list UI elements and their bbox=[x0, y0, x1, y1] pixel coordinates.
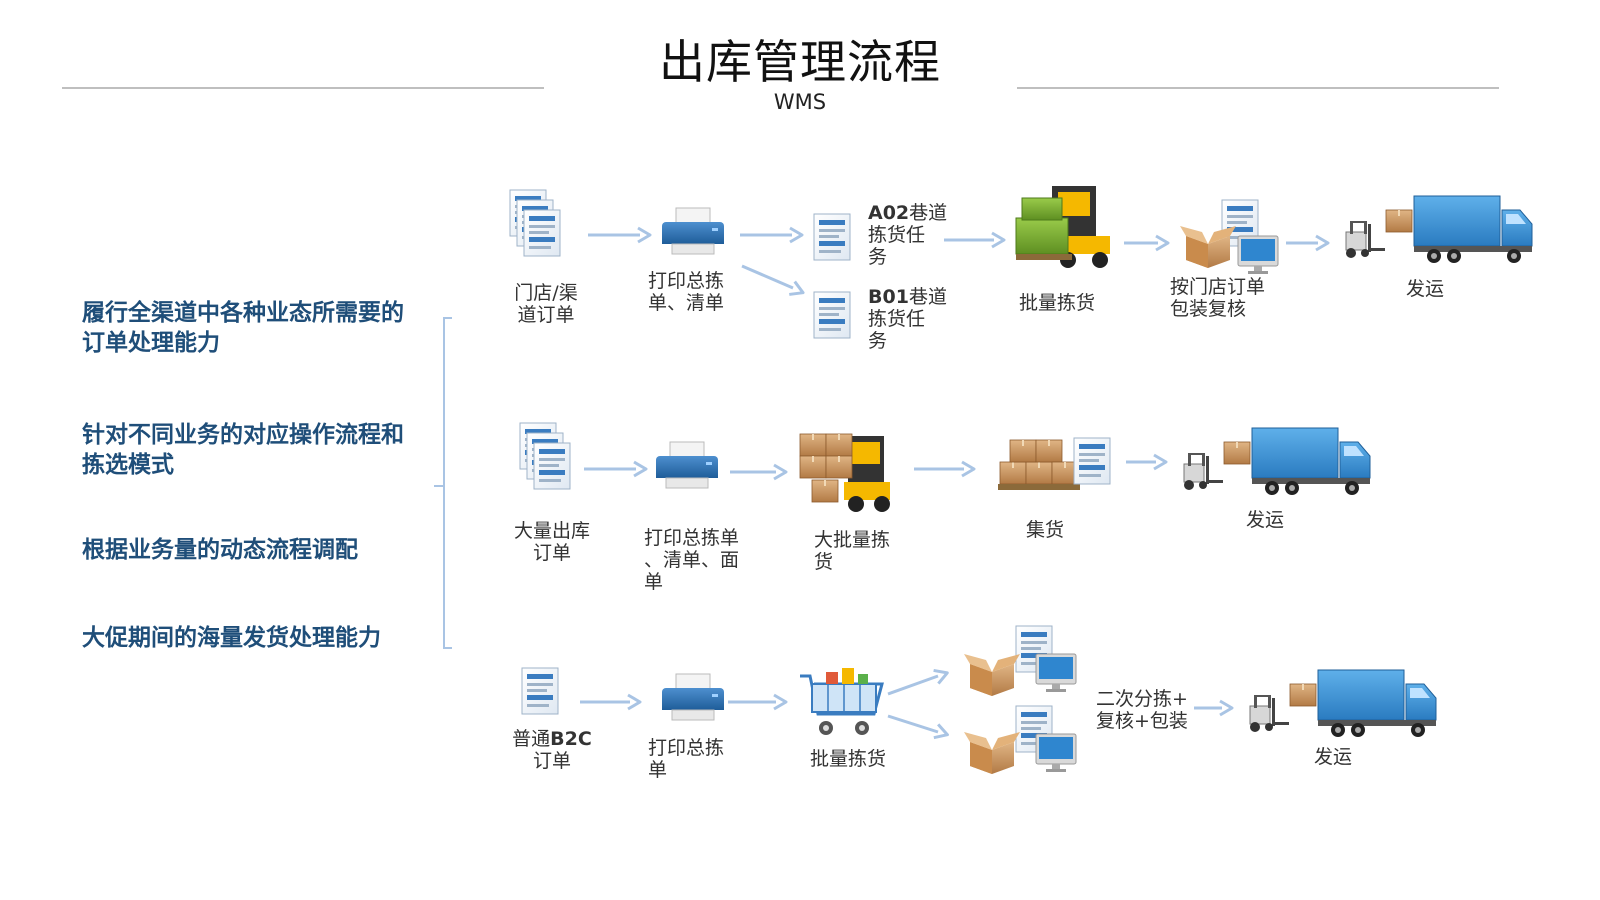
arrow-connector bbox=[1194, 699, 1234, 717]
label-print-pick-list: 打印总拣 单、清单 bbox=[647, 270, 724, 314]
label-print-pick-list: 打印总拣 单 bbox=[648, 737, 725, 781]
order-docs-icon bbox=[520, 423, 570, 489]
feature-bracket bbox=[434, 317, 452, 649]
order-doc-icon bbox=[521, 667, 559, 715]
arrow-connector bbox=[944, 231, 1006, 249]
label-secondary-sort: 二次分拣+ 复核+包装 bbox=[1096, 688, 1188, 732]
arrow-connector bbox=[588, 226, 652, 244]
header-divider-left bbox=[62, 87, 544, 89]
task-doc-icon bbox=[813, 291, 851, 339]
printer-icon bbox=[661, 673, 725, 721]
arrow-connector bbox=[1124, 234, 1170, 252]
printer-icon bbox=[661, 207, 725, 255]
label-store-channel-order: 门店/渠 道订单 bbox=[514, 282, 578, 326]
page-title: 出库管理流程 bbox=[659, 35, 941, 89]
arrow-connector bbox=[887, 664, 952, 696]
collect-goods-icon bbox=[998, 437, 1111, 490]
bulk-pick-forklift-icon bbox=[799, 433, 890, 512]
label-aisle-task-b: B01巷道 拣货任 务 bbox=[868, 286, 947, 352]
label-bulk-order: 大量出库 订单 bbox=[513, 520, 590, 564]
header-divider-right bbox=[1017, 87, 1499, 89]
feature-item-peak-capacity: 大促期间的海量发货处理能力 bbox=[82, 625, 381, 651]
arrow-connector bbox=[741, 264, 808, 301]
arrow-connector bbox=[914, 460, 976, 478]
label-batch-pick: 批量拣货 bbox=[1018, 292, 1095, 314]
label-print-pick-list: 打印总拣单 、清单、面 单 bbox=[644, 527, 740, 593]
batch-pick-forklift-icon bbox=[1015, 186, 1110, 268]
label-bulk-pick: 大批量拣 货 bbox=[814, 529, 891, 573]
feature-item-dynamic-flow: 根据业务量的动态流程调配 bbox=[82, 537, 358, 563]
arrow-connector bbox=[1286, 234, 1330, 252]
printer-icon bbox=[655, 441, 719, 489]
pack-check-icon bbox=[1180, 199, 1279, 275]
label-ship: 发运 bbox=[1313, 746, 1352, 768]
arrow-connector bbox=[584, 460, 648, 478]
arrow-connector bbox=[887, 714, 952, 743]
arrow-connector bbox=[580, 693, 642, 711]
label-ship: 发运 bbox=[1245, 509, 1284, 531]
truck-icon bbox=[1346, 196, 1532, 263]
arrow-connector bbox=[730, 463, 788, 481]
pack-check-icon bbox=[964, 625, 1077, 696]
arrow-connector bbox=[740, 226, 804, 244]
order-docs-icon bbox=[510, 190, 560, 256]
page-subtitle: WMS bbox=[773, 90, 827, 114]
label-collect: 集货 bbox=[1025, 519, 1064, 541]
label-aisle-task-a: A02巷道 拣货任 务 bbox=[868, 202, 948, 268]
arrow-connector bbox=[1126, 453, 1168, 471]
shopping-cart-icon bbox=[800, 668, 884, 735]
truck-icon bbox=[1250, 670, 1436, 737]
label-batch-pick: 批量拣货 bbox=[809, 748, 886, 770]
label-pack-check: 按门店订单 包装复核 bbox=[1170, 276, 1266, 320]
label-ship: 发运 bbox=[1405, 278, 1444, 300]
task-doc-icon bbox=[813, 213, 851, 261]
feature-item-omnichannel: 履行全渠道中各种业态所需要的订单处理能力 bbox=[82, 300, 404, 356]
pack-check-icon bbox=[964, 705, 1077, 774]
arrow-connector bbox=[728, 693, 788, 711]
feature-item-process-modes: 针对不同业务的对应操作流程和拣选模式 bbox=[82, 422, 404, 478]
truck-icon bbox=[1184, 428, 1370, 495]
